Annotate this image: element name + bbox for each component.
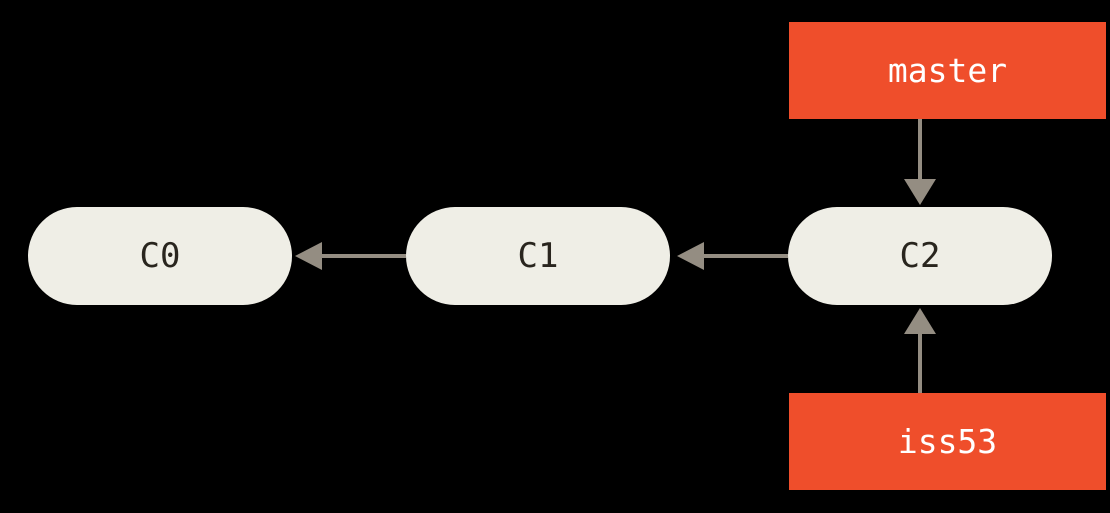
commit-node-c1: C1 [406, 207, 670, 305]
branch-label-iss53: iss53 [789, 393, 1106, 490]
commit-node-c0: C0 [28, 207, 292, 305]
commit-node-c2: C2 [788, 207, 1052, 305]
branch-name-iss53: iss53 [897, 422, 998, 461]
commit-label-c0: C0 [139, 236, 181, 276]
arrow-master-to-c2 [904, 118, 936, 205]
branch-name-master: master [887, 51, 1008, 90]
commit-label-c2: C2 [899, 236, 941, 276]
arrow-iss53-to-c2 [904, 308, 936, 393]
arrow-c1-to-c0 [295, 242, 406, 270]
commit-label-c1: C1 [517, 236, 559, 276]
arrow-c2-to-c1 [677, 242, 788, 270]
branch-label-master: master [789, 22, 1106, 119]
